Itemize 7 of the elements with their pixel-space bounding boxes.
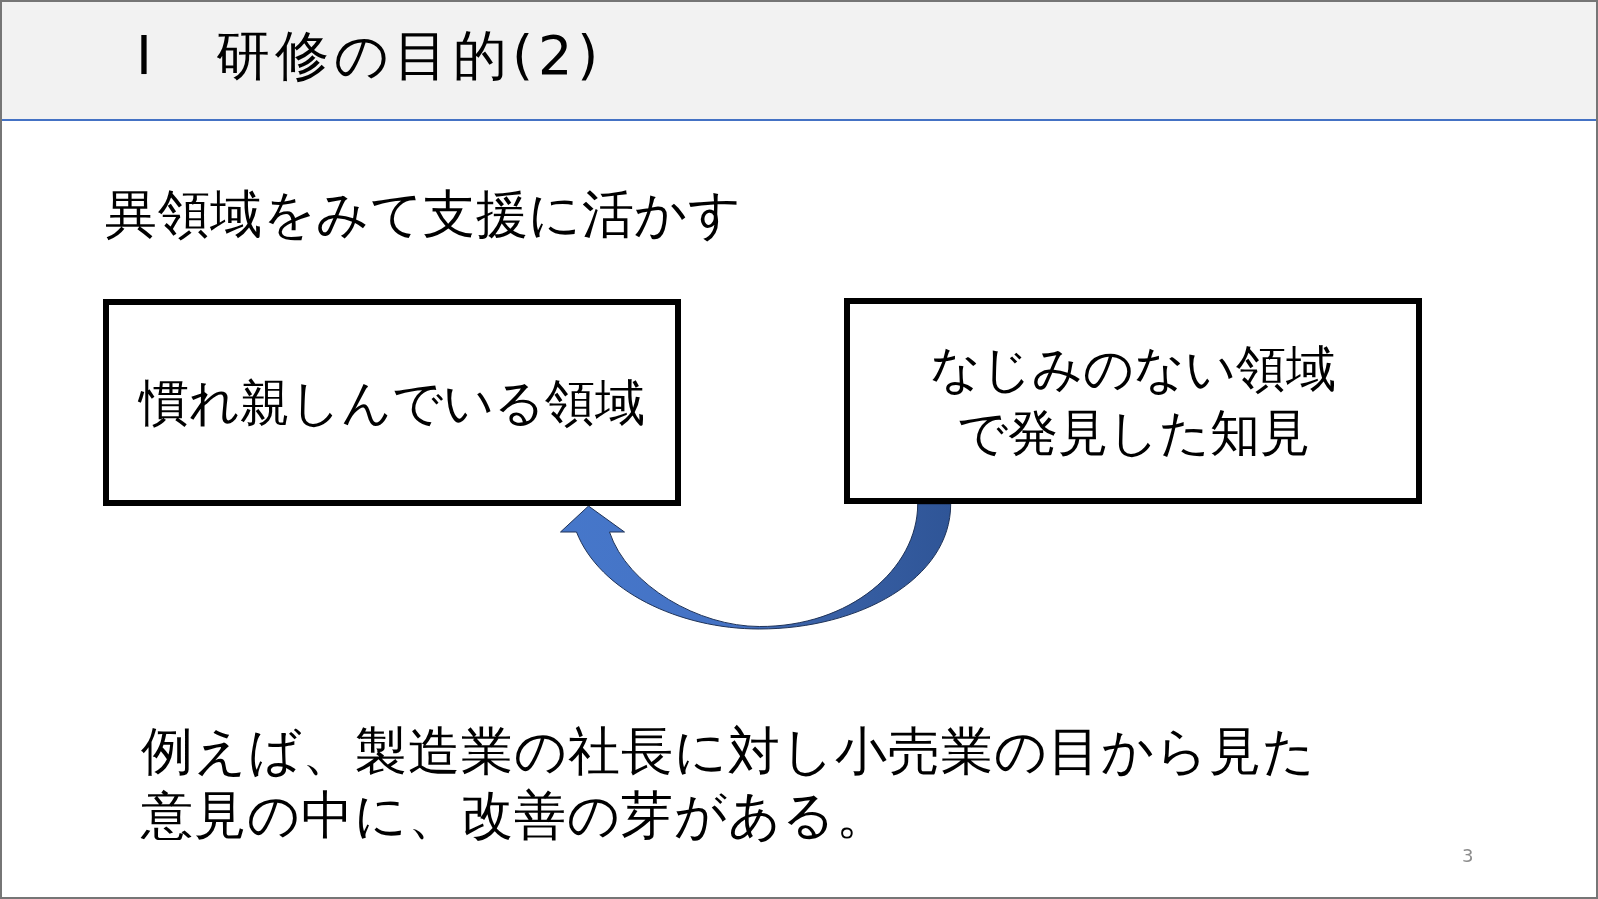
subtitle: 異領域をみて支援に活かす [105,184,741,244]
text-box: 慣れ親しんでいる領域 [103,299,681,506]
page-number: 3 [1462,845,1474,867]
text-box: なじみのない領域で発見した知見 [844,298,1422,504]
slide-title: Ⅰ 研修の目的(2) [136,28,604,84]
curved-arrow [560,503,952,630]
body-text: 例えば、製造業の社長に対し小売業の目から見た意見の中に、改善の芽がある。 [141,720,1317,847]
